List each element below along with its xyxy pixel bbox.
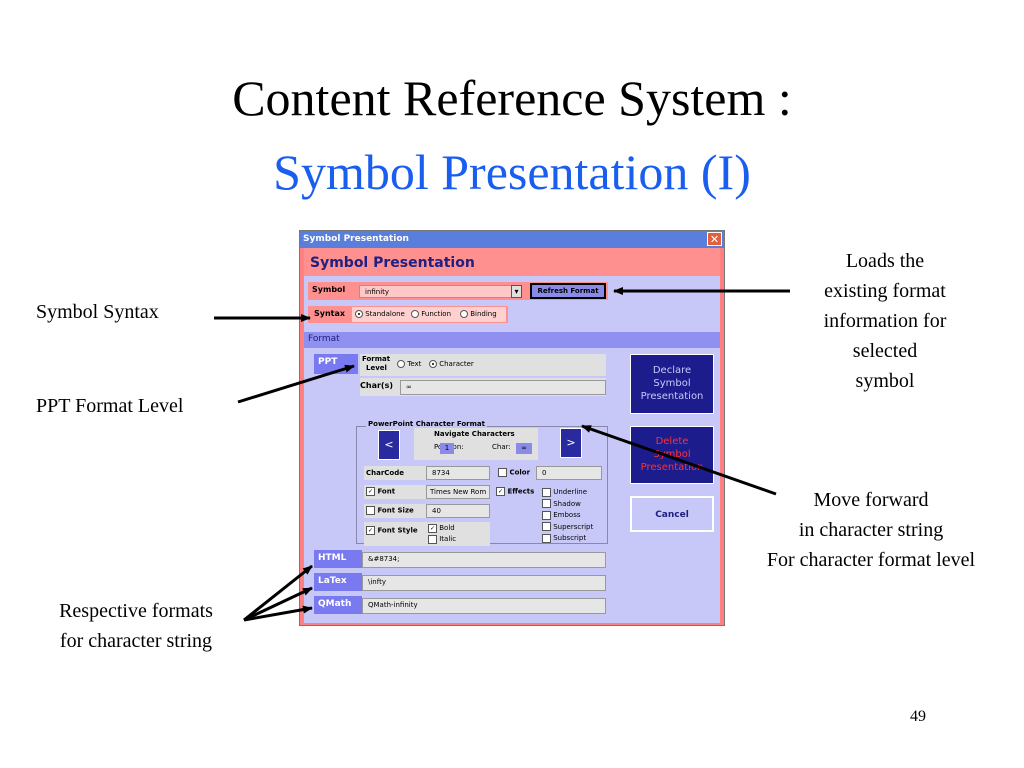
effect-emboss[interactable]: Emboss [542, 510, 593, 522]
check-icon: ✓ [366, 487, 375, 496]
symbol-label: Symbol [312, 285, 346, 294]
format-level-label: Format Level [362, 355, 391, 372]
format-section-band [304, 332, 720, 348]
syntax-label: Syntax [314, 309, 346, 318]
font-style-checkbox[interactable]: ✓ Font Style [366, 526, 418, 535]
next-char-button[interactable]: > [560, 428, 582, 458]
charcode-label: CharCode [366, 469, 405, 477]
syntax-option-standalone[interactable]: Standalone [355, 310, 405, 318]
format-level-option-character[interactable]: Character [429, 360, 474, 368]
qmath-tag: QMath [314, 596, 362, 614]
char-label: Char: [492, 443, 511, 451]
dialog-titlebar: Symbol Presentation [300, 231, 724, 248]
close-icon[interactable]: ✕ [707, 232, 722, 246]
chars-label: Char(s) [360, 381, 393, 390]
annotation-move-forward: Move forward in character string For cha… [766, 489, 976, 571]
dialog-heading: Symbol Presentation [310, 255, 475, 271]
font-checkbox[interactable]: ✓ Font [366, 487, 396, 496]
ppt-char-format-title: PowerPoint Character Format [366, 420, 487, 428]
font-size-field[interactable]: 40 [426, 504, 490, 518]
radio-icon [460, 310, 468, 318]
annotation-respective-formats: Respective formats for character string [59, 600, 213, 652]
html-tag: HTML [314, 550, 362, 568]
refresh-format-button[interactable]: Refresh Format [530, 283, 606, 299]
checkbox-icon [542, 533, 551, 543]
arrow-to-latex [243, 586, 313, 622]
radio-icon [411, 310, 419, 318]
position-field[interactable]: 1 [440, 443, 454, 454]
check-icon: ✓ [366, 526, 375, 535]
charcode-field[interactable]: 8734 [426, 466, 490, 480]
heading-band [304, 248, 720, 276]
font-style-italic[interactable]: Italic [428, 534, 456, 545]
arrow-to-qmath [243, 605, 313, 622]
arrow-to-next-button [581, 424, 777, 496]
delete-symbol-presentation-button[interactable]: Delete Symbol Presentation [630, 426, 714, 484]
cancel-button[interactable]: Cancel [630, 496, 714, 532]
effect-superscript[interactable]: Superscript [542, 522, 593, 534]
radio-icon [355, 310, 363, 318]
radio-icon [397, 360, 405, 368]
symbol-presentation-dialog: Symbol Presentation ✕ Symbol Presentatio… [299, 230, 725, 626]
declare-symbol-presentation-button[interactable]: Declare Symbol Presentation [630, 354, 714, 414]
html-field[interactable]: &#8734; [362, 552, 606, 568]
latex-field[interactable]: \infty [362, 575, 606, 591]
effect-shadow[interactable]: Shadow [542, 499, 593, 511]
qmath-field[interactable]: QMath-infinity [362, 598, 606, 614]
page-number: 49 [910, 708, 926, 725]
effects-options: Underline Shadow Emboss Superscript Subs… [542, 487, 593, 545]
format-section-label: Format [308, 334, 340, 344]
syntax-option-binding[interactable]: Binding [460, 310, 497, 318]
font-size-checkbox[interactable]: Font Size [366, 506, 414, 515]
color-field[interactable]: 0 [536, 466, 602, 480]
slide-title-line1: Content Reference System : [232, 70, 792, 126]
radio-icon [429, 360, 437, 368]
color-checkbox[interactable]: Color [498, 468, 530, 477]
checkbox-icon [366, 506, 375, 515]
arrow-to-format-level [237, 364, 355, 404]
font-style-bold[interactable]: ✓ Bold [428, 523, 455, 533]
slide-title-line2: Symbol Presentation (I) [273, 144, 751, 200]
navigate-title: Navigate Characters [434, 430, 515, 438]
checkbox-icon [542, 499, 551, 508]
checkbox-icon [542, 522, 551, 531]
latex-tag: LaTex [314, 573, 362, 591]
prev-char-button[interactable]: < [378, 430, 400, 460]
format-level-row [360, 354, 606, 376]
arrow-to-html [243, 564, 313, 622]
chevron-down-icon[interactable]: ▾ [511, 285, 522, 298]
check-icon: ✓ [496, 487, 505, 496]
check-icon: ✓ [428, 523, 437, 533]
effect-underline[interactable]: Underline [542, 487, 593, 499]
effect-subscript[interactable]: Subscript [542, 533, 593, 545]
syntax-option-function[interactable]: Function [411, 310, 451, 318]
dialog-body: Symbol Presentation Symbol infinity ▾ Re… [304, 248, 720, 623]
font-style-options: ✓ Bold Italic [428, 523, 456, 545]
char-field[interactable]: ∞ [516, 443, 532, 454]
annotation-symbol-syntax: Symbol Syntax [36, 301, 159, 323]
annotation-loads-format: Loads the existing format information fo… [823, 250, 947, 392]
checkbox-icon [542, 487, 551, 497]
checkbox-icon [498, 468, 507, 477]
font-field[interactable]: Times New Rom [426, 485, 490, 499]
checkbox-icon [542, 510, 551, 520]
format-level-option-text[interactable]: Text [397, 360, 421, 368]
effects-checkbox[interactable]: ✓ Effects [496, 487, 535, 496]
annotation-ppt-format-level: PPT Format Level [36, 395, 184, 417]
syntax-options-panel [352, 307, 506, 322]
checkbox-icon [428, 534, 437, 544]
chars-field[interactable]: ∞ [400, 380, 606, 395]
font-style-row [364, 522, 490, 546]
